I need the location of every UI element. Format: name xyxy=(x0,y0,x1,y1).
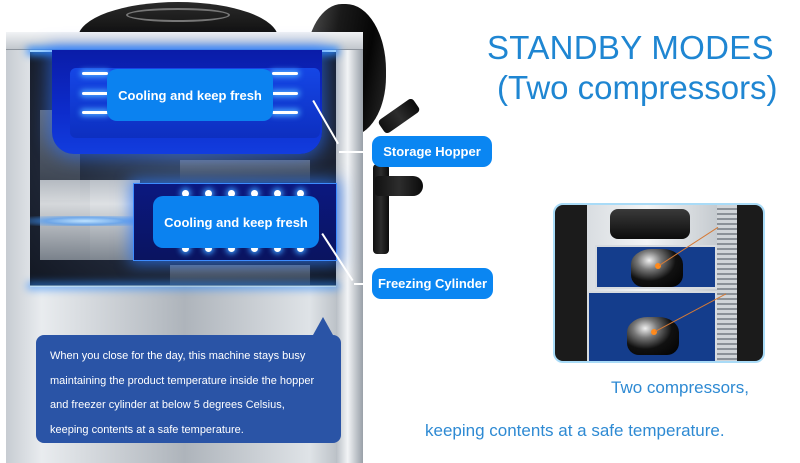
page-title: STANDBY MODES xyxy=(487,29,774,66)
page-subtitle: (Two compressors) xyxy=(497,69,778,106)
description-callout: When you close for the day, this machine… xyxy=(36,317,341,443)
hopper-cooling-label: Cooling and keep fresh xyxy=(107,69,273,121)
machine-illustration: Cooling and keep fresh Cooling and keep … xyxy=(6,2,493,463)
spigot-arm xyxy=(377,97,421,135)
description-line: When you close for the day, this machine… xyxy=(50,350,306,362)
cylinder-cooling-label: Cooling and keep fresh xyxy=(153,196,319,248)
frame-top-bar xyxy=(6,32,363,50)
storage-hopper-callout: Storage Hopper xyxy=(372,136,492,167)
freezing-cylinder-callout: Freezing Cylinder xyxy=(372,268,493,299)
description-line: and freezer cylinder at below 5 degrees … xyxy=(50,399,285,411)
compressor-photo xyxy=(553,203,765,363)
compressor-caption-line2: keeping contents at a safe temperature. xyxy=(425,421,725,440)
description-line: keeping contents at a safe temperature. xyxy=(50,423,244,436)
description-line: maintaining the product temperature insi… xyxy=(50,374,315,387)
compressor-caption-line1: Two compressors, xyxy=(611,378,749,397)
spigot-lever xyxy=(375,176,423,196)
